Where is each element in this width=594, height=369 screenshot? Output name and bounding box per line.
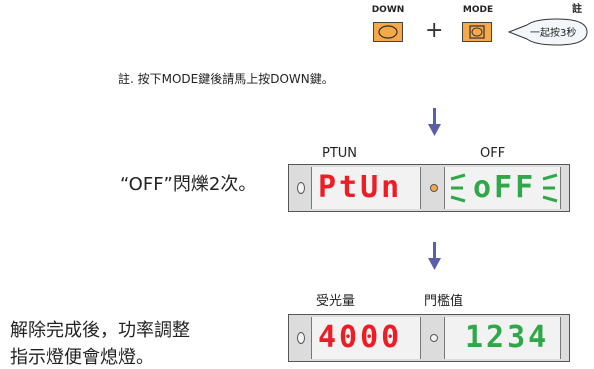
- red-display-area-2: 4000: [311, 317, 421, 359]
- blink-mark-left-icon: [450, 173, 466, 203]
- down-key: [373, 22, 403, 42]
- green-display-area: oFF: [444, 167, 561, 209]
- down-key-label: DOWN: [371, 5, 405, 15]
- mode-key-label: MODE: [462, 5, 494, 15]
- red-display-value: PtUn: [318, 170, 403, 205]
- received-light-label: 受光量: [316, 294, 356, 309]
- mode-key: [462, 22, 492, 42]
- display-panel-values: 4000 1234: [288, 314, 570, 362]
- speech-bubble-shape: [507, 18, 588, 46]
- down-arrow-icon-2: [428, 242, 441, 270]
- off-label: OFF: [480, 146, 506, 161]
- plus-sign: +: [425, 18, 444, 43]
- left-indicator-oval: [297, 182, 305, 194]
- down-arrow-icon: [428, 108, 441, 136]
- instruction-note: 註. 按下MODE鍵後請馬上按DOWN鍵。: [118, 72, 334, 86]
- note-marker: 註: [572, 4, 582, 15]
- release-note-line1: 解除完成後，功率調整: [10, 320, 190, 341]
- speech-bubble-text: 一起按3秒: [530, 28, 577, 39]
- power-indicator-dot: [430, 184, 438, 192]
- red-display-area: PtUn: [311, 167, 421, 209]
- off-blink-note: “OFF”閃爍2次。: [120, 174, 257, 195]
- left-indicator-oval-2: [297, 332, 305, 344]
- threshold-label: 門檻值: [424, 294, 464, 309]
- green-display-area-2: 1234: [444, 317, 561, 359]
- blink-mark-right-icon: [542, 173, 558, 203]
- release-note-line2: 指示燈便會熄燈。: [10, 347, 154, 368]
- green-display-value: oFF: [473, 170, 537, 205]
- display-panel-ptun: PtUn oFF: [288, 164, 570, 212]
- ptun-label: PTUN: [322, 146, 358, 161]
- received-light-value: 4000: [318, 320, 403, 355]
- threshold-value: 1234: [465, 320, 550, 355]
- power-indicator-dot-off: [430, 334, 438, 342]
